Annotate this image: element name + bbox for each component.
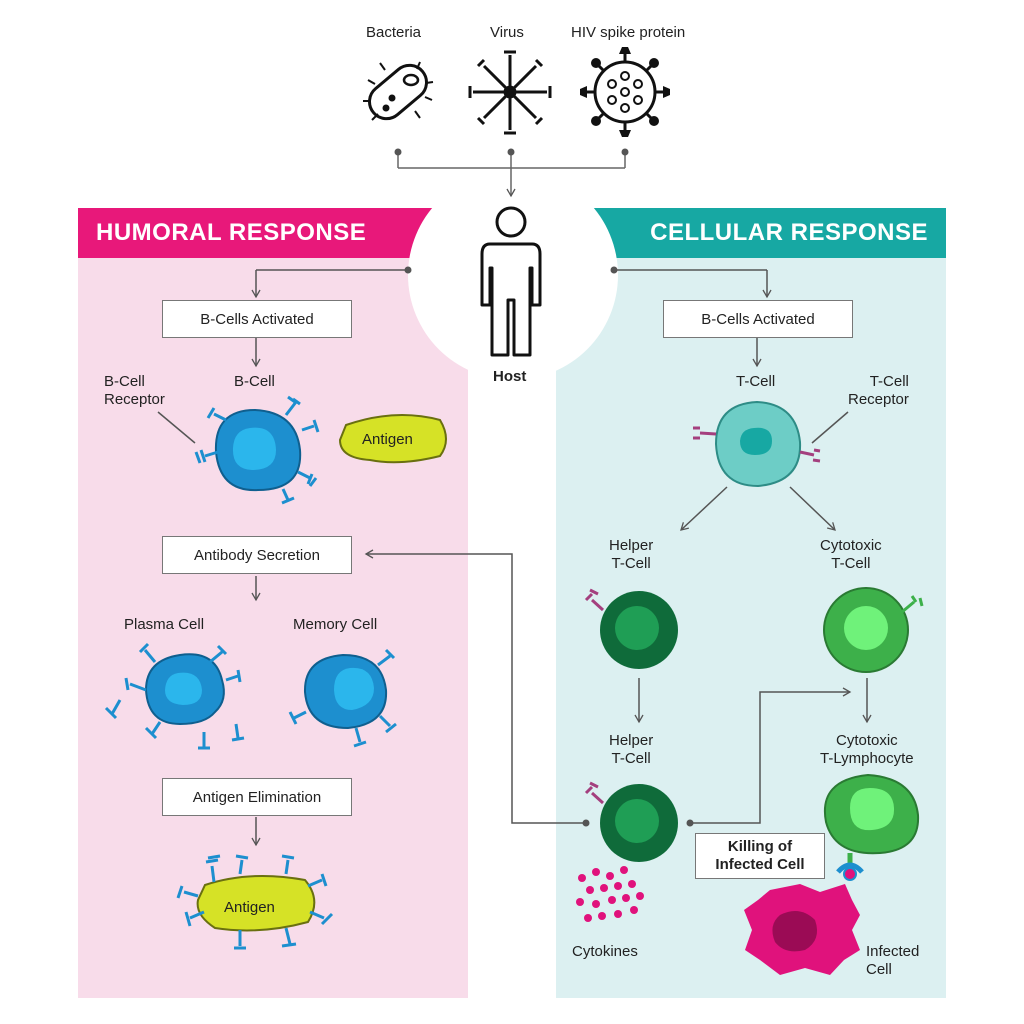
memory-cell-label: Memory Cell bbox=[293, 616, 378, 633]
bacteria-icon bbox=[363, 61, 434, 121]
cytotoxic-t-cell-label: Cytotoxic T-Cell bbox=[820, 537, 882, 572]
humoral-b-cells-activated-box: B-Cells Activated bbox=[162, 300, 352, 338]
helper-t-cell-icon bbox=[584, 588, 678, 669]
killing-infected-cell-box: Killing of Infected Cell bbox=[695, 833, 825, 879]
cytotoxic-t-lymphocyte-label: Cytotoxic T-Lymphocyte bbox=[820, 732, 914, 767]
host-label: Host bbox=[493, 368, 527, 385]
pathogen-connectors bbox=[397, 152, 626, 198]
cellular-b-cells-activated-box: B-Cells Activated bbox=[663, 300, 853, 338]
hiv-label: HIV spike protein bbox=[571, 24, 686, 41]
memory-cell-icon bbox=[288, 648, 397, 748]
t-cell-label: T-Cell bbox=[736, 373, 776, 390]
b-cell-label: B-Cell bbox=[234, 373, 275, 390]
cytotoxic-t-cell-icon bbox=[823, 587, 924, 673]
plasma-cell-icon bbox=[104, 642, 245, 750]
antibody-secretion-box: Antibody Secretion bbox=[162, 536, 352, 574]
helper-t-cell-2-icon bbox=[584, 781, 678, 862]
antigen-label: Antigen bbox=[362, 431, 413, 448]
virus-label: Virus bbox=[490, 24, 524, 41]
virus-icon bbox=[468, 50, 552, 135]
t-cell-receptor-label: T-Cell Receptor bbox=[848, 373, 909, 408]
t-cell-icon bbox=[693, 400, 821, 488]
infected-cell-label: Infected Cell bbox=[866, 943, 920, 978]
antigen-icon bbox=[338, 414, 447, 464]
b-cell-icon bbox=[194, 395, 320, 505]
cytokines-label: Cytokines bbox=[572, 943, 638, 960]
b-cell-receptor-label: B-Cell Receptor bbox=[104, 373, 165, 408]
plasma-cell-label: Plasma Cell bbox=[124, 616, 205, 633]
antigen-elimination-box: Antigen Elimination bbox=[162, 778, 352, 816]
hiv-spike-icon bbox=[580, 47, 670, 137]
antigen-with-antibodies-icon bbox=[176, 854, 334, 950]
host-person-icon bbox=[480, 206, 542, 357]
humoral-panel bbox=[78, 208, 468, 998]
infected-cell-icon bbox=[744, 884, 860, 975]
helper-t-cell-label: Helper T-Cell bbox=[609, 537, 654, 572]
antigen-bottom-label: Antigen bbox=[224, 899, 275, 916]
cytokines-icon bbox=[576, 866, 644, 922]
helper-t-cell-2-label: Helper T-Cell bbox=[609, 732, 654, 767]
bacteria-label: Bacteria bbox=[366, 24, 422, 41]
cytotoxic-t-lymphocyte-icon bbox=[823, 773, 920, 881]
